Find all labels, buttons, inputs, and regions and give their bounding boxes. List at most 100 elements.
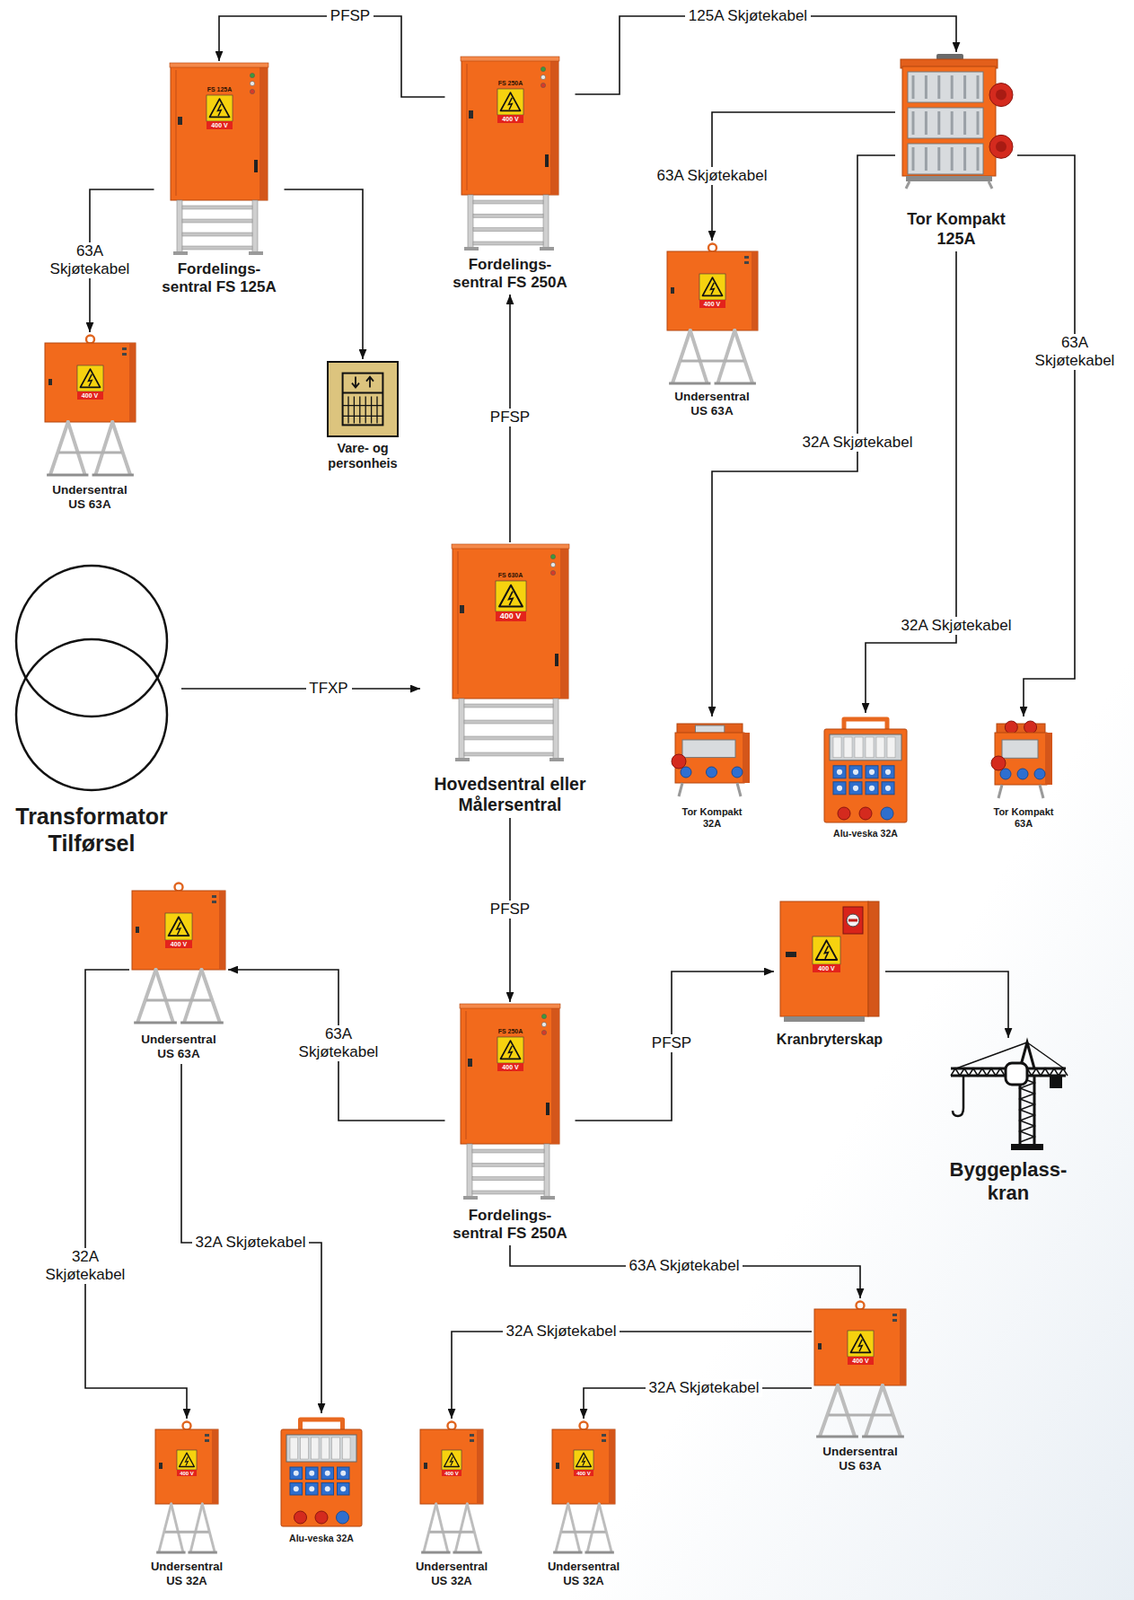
stand-leg — [882, 1385, 901, 1436]
warning-sign — [206, 95, 233, 122]
door-lock — [423, 1462, 428, 1469]
voltage-strip — [573, 1469, 594, 1477]
crane-tower — [1019, 1075, 1035, 1144]
cable-label: TFXP — [306, 679, 352, 698]
stand-leg — [689, 330, 707, 383]
control-button — [211, 900, 217, 904]
stand-foot — [421, 1551, 450, 1555]
foot — [998, 784, 1003, 799]
blue-socket — [865, 782, 879, 795]
equipment-node: Undersentral US 63A400 V — [811, 1298, 909, 1477]
transformer-winding — [16, 565, 168, 717]
socket-face — [852, 785, 859, 792]
stand-foot — [668, 382, 711, 386]
hoist-bar — [342, 392, 384, 395]
node-label: Tor Kompakt 125A — [899, 210, 1013, 249]
trafo-illustration — [14, 563, 169, 792]
stand-bar — [464, 703, 554, 708]
cable-label: 63A Skjøtekabel — [653, 167, 771, 185]
blue-socket — [881, 765, 895, 779]
voltage-strip — [77, 391, 104, 400]
stand-foot — [455, 757, 470, 762]
us-illustration — [666, 242, 759, 387]
stand-leg — [423, 1503, 437, 1552]
warning-sign — [847, 1330, 874, 1357]
cable-label: 32A Skjøtekabel — [192, 1233, 309, 1252]
stand-leg — [201, 969, 220, 1022]
us-illustration — [131, 881, 227, 1026]
voltage-label: 400 V — [77, 391, 104, 400]
cabinet-side — [550, 59, 559, 195]
cabinet-type-label: FS 630A — [488, 571, 534, 580]
stand-crossbar — [680, 360, 744, 363]
voltage-label: 400 V — [206, 121, 233, 130]
door-lock — [177, 116, 183, 125]
breaker — [833, 737, 842, 758]
breaker — [854, 737, 863, 758]
stand-foot — [553, 1551, 582, 1555]
red-socket — [837, 807, 851, 820]
cabinet-body — [170, 65, 268, 201]
stand-foot — [549, 757, 564, 762]
cable-label: 32A Skjøtekabel — [799, 433, 916, 452]
breaker — [963, 111, 967, 135]
cabinet-roof — [451, 544, 570, 549]
hoist-sign — [327, 361, 398, 437]
indicator-lamp — [550, 570, 555, 575]
breaker-panel — [286, 1434, 357, 1462]
equipment-node: Undersentral US 63A400 V — [42, 332, 139, 515]
stand-leg — [158, 1503, 172, 1552]
cable-connector — [284, 189, 364, 360]
blue-socket — [880, 807, 894, 820]
stand-leg — [672, 330, 691, 383]
alu-illustration — [279, 1415, 364, 1529]
cable-connector — [509, 1245, 861, 1299]
stand-leg — [837, 1385, 855, 1436]
node-label: Undersentral US 63A — [815, 1444, 906, 1474]
stand-foot — [180, 1021, 224, 1025]
stand-post — [466, 1143, 473, 1197]
node-label: Byggeplass- kran — [945, 1158, 1073, 1206]
breaker — [310, 1437, 319, 1460]
stand-leg — [50, 421, 69, 475]
door-lock — [459, 605, 465, 614]
cabinet-side — [560, 546, 569, 699]
control-button — [892, 1313, 897, 1317]
stand-bar — [472, 1177, 545, 1181]
warning-sign — [812, 936, 841, 965]
blue-socket — [321, 1467, 335, 1480]
door-seam — [466, 63, 468, 191]
blue-socket — [337, 1483, 351, 1496]
node-label: Alu-veska 32A — [289, 1532, 355, 1545]
breaker — [924, 75, 928, 99]
breaker — [876, 737, 885, 758]
stand-foot — [91, 474, 133, 477]
stand-foot — [540, 1195, 555, 1200]
stand-leg — [156, 969, 174, 1022]
door-lock — [467, 1058, 473, 1067]
crane-base — [1010, 1143, 1044, 1151]
stand-foot — [584, 1551, 614, 1555]
lightning-bolt — [858, 1339, 862, 1352]
door-seam — [457, 551, 458, 695]
socket-face — [308, 1485, 315, 1492]
stand-post — [544, 1143, 550, 1197]
equipment-node: Fordelings- sentral FS 250AFS 250A400 V — [445, 54, 576, 295]
us-illustration — [813, 1300, 907, 1440]
cable-label: 32A Skjøtekabel — [897, 616, 1015, 635]
warning-triangle — [702, 277, 722, 296]
indicator-lamp — [249, 72, 255, 78]
equipment-node: Byggeplass- kran — [943, 1037, 1074, 1208]
cabinet-body — [44, 342, 136, 422]
cabinet-side — [551, 1006, 560, 1144]
equipment-node: Alu-veska 32A — [277, 1413, 366, 1547]
housing-body — [675, 732, 745, 783]
housing-side — [1045, 732, 1053, 785]
breaker — [865, 737, 874, 758]
cabinet-body — [155, 1429, 219, 1504]
breaker — [963, 75, 967, 99]
lifting-ring — [175, 883, 184, 892]
breaker — [342, 1437, 351, 1460]
lifting-ring — [86, 335, 95, 344]
